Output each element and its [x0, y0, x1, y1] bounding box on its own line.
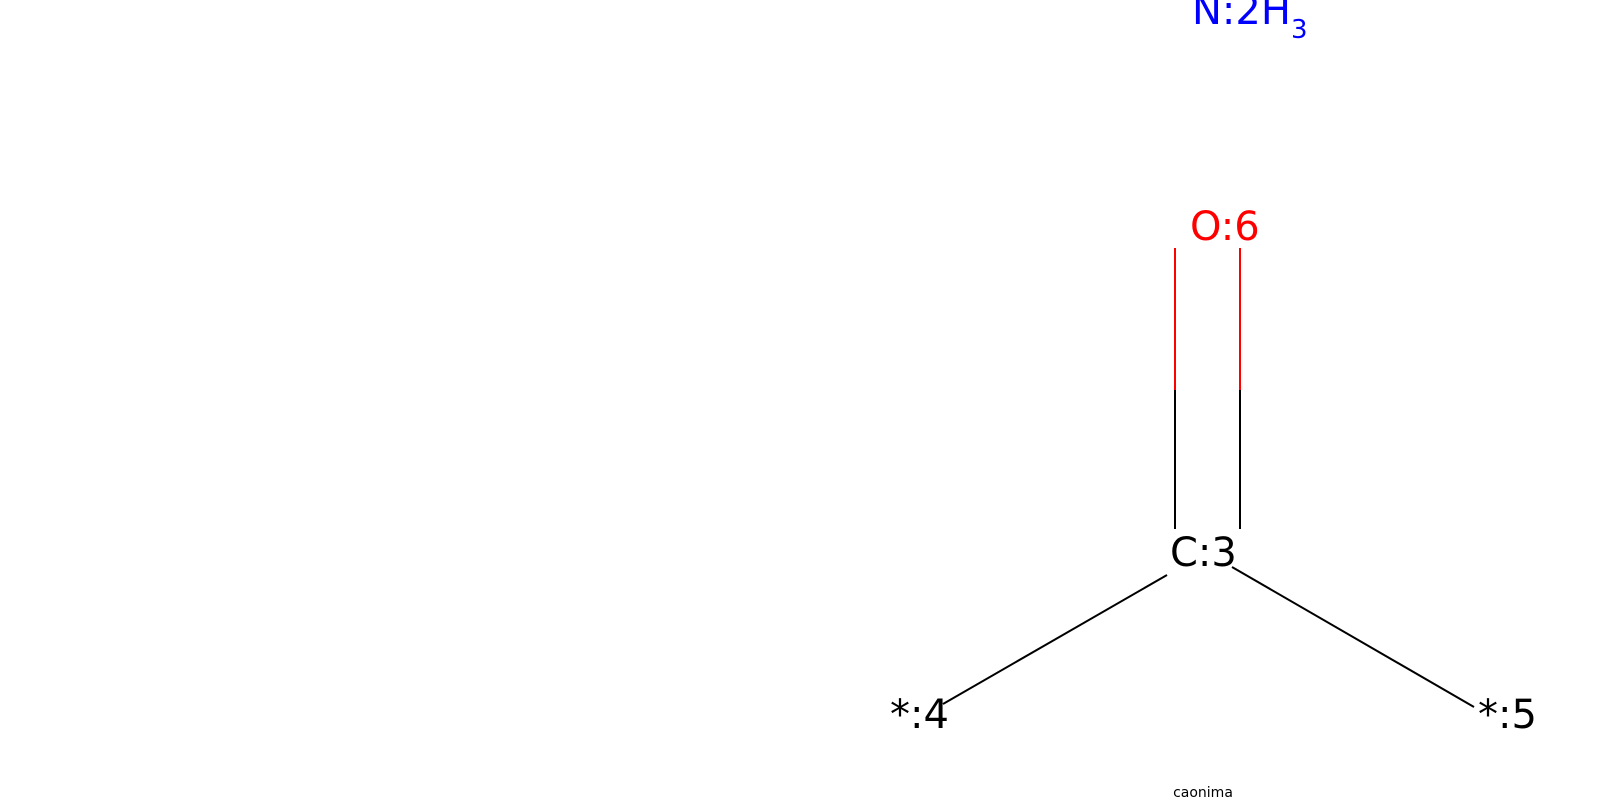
- atom-label-n2: N:2H3: [1192, 0, 1307, 45]
- atom-n2-text: N:2: [1192, 0, 1261, 34]
- bond-c3-o6: [1174, 248, 1241, 529]
- atom-n2-hydrogen: H: [1261, 0, 1291, 34]
- atom-label-o6: O:6: [1190, 204, 1260, 250]
- bond-c3-d5: [1231, 566, 1475, 708]
- diagram-caption: caonima: [1173, 785, 1233, 800]
- atom-label-d4: *:4: [890, 692, 949, 738]
- bond-c3-d4: [942, 574, 1168, 705]
- atom-label-d5: *:5: [1478, 692, 1537, 738]
- atom-label-c3: C:3: [1170, 530, 1237, 576]
- atom-n2-hydrogen-count: 3: [1291, 15, 1308, 45]
